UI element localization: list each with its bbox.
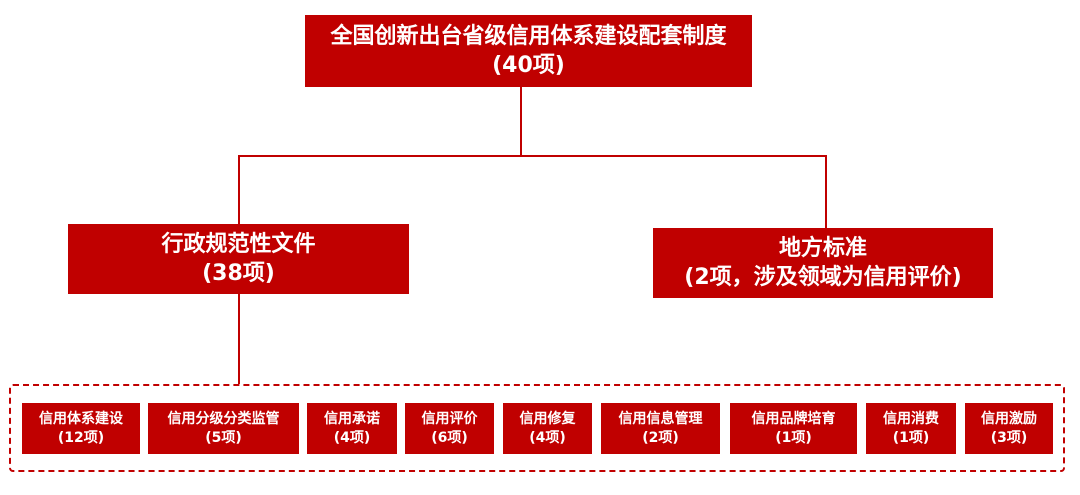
- category-node: 信用品牌培育 (1项): [730, 403, 857, 454]
- category-label: 信用承诺: [324, 410, 380, 427]
- connector-root-down: [520, 87, 522, 157]
- category-node: 信用消费 (1项): [866, 403, 956, 454]
- category-label: 信用信息管理: [618, 410, 703, 427]
- connector-left-to-categories: [238, 294, 240, 384]
- branch-node-admin-docs: 行政规范性文件 (38项): [68, 224, 409, 294]
- category-label: 信用品牌培育: [751, 410, 836, 427]
- category-label: 信用分级分类监管: [167, 410, 280, 427]
- category-node: 信用分级分类监管 (5项): [148, 403, 299, 454]
- category-count: (1项): [892, 429, 930, 446]
- category-node: 信用信息管理 (2项): [601, 403, 720, 454]
- categories-group-frame: [9, 384, 1065, 472]
- branch-node-local-standards: 地方标准 (2项，涉及领域为信用评价): [653, 228, 993, 298]
- category-node: 信用修复 (4项): [503, 403, 592, 454]
- root-title: 全国创新出台省级信用体系建设配套制度: [330, 24, 727, 49]
- root-node: 全国创新出台省级信用体系建设配套制度 (40项): [305, 15, 752, 87]
- connector-right-branch: [825, 155, 827, 228]
- category-node: 信用体系建设 (12项): [22, 403, 140, 454]
- category-count: (4项): [333, 429, 371, 446]
- category-count: (4项): [529, 429, 566, 446]
- category-count: (5项): [205, 429, 242, 446]
- category-count: (12项): [57, 429, 105, 446]
- root-count: (40项): [492, 53, 565, 78]
- category-label: 信用激励: [981, 410, 1037, 427]
- branch-title: 地方标准: [778, 236, 867, 261]
- branch-count: (38项): [202, 261, 275, 286]
- category-node: 信用激励 (3项): [965, 403, 1053, 454]
- category-count: (1项): [775, 429, 812, 446]
- branch-count: (2项，涉及领域为信用评价): [684, 265, 962, 290]
- branch-title: 行政规范性文件: [161, 232, 316, 257]
- category-label: 信用消费: [883, 410, 939, 427]
- connector-horizontal: [238, 155, 827, 157]
- category-node: 信用评价 (6项): [405, 403, 494, 454]
- category-count: (3项): [990, 429, 1028, 446]
- category-count: (6项): [431, 429, 468, 446]
- category-label: 信用体系建设: [39, 410, 123, 427]
- category-count: (2项): [642, 429, 679, 446]
- category-node: 信用承诺 (4项): [307, 403, 397, 454]
- connector-left-branch: [238, 155, 240, 224]
- category-label: 信用修复: [519, 410, 576, 427]
- category-label: 信用评价: [421, 410, 478, 427]
